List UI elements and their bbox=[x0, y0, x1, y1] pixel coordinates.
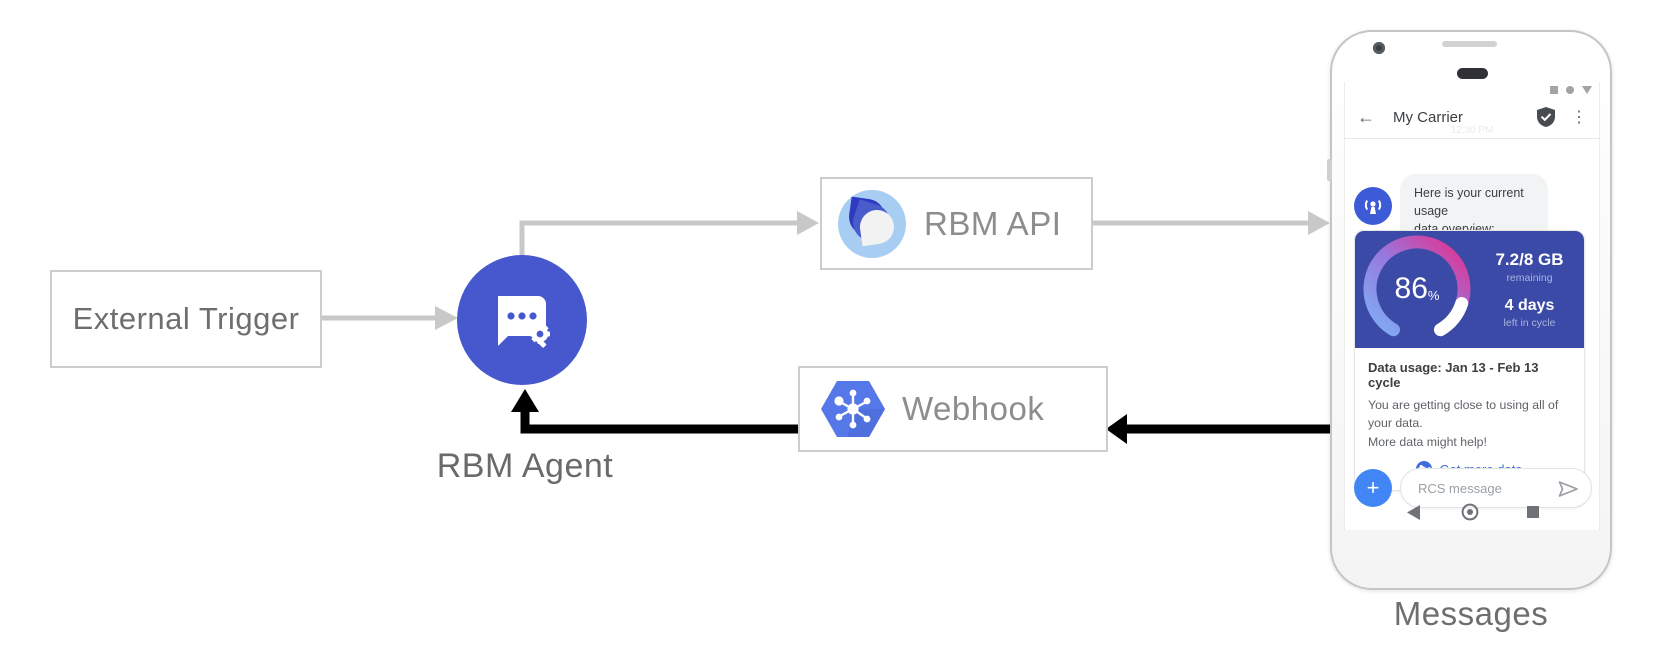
external-trigger-node: External Trigger bbox=[50, 270, 322, 368]
rbm-api-label: RBM API bbox=[924, 204, 1062, 242]
chat-gear-icon bbox=[498, 296, 550, 348]
gauge-percent: 86 % bbox=[1357, 231, 1477, 349]
android-nav-bar bbox=[1345, 502, 1599, 524]
arrow-webhook-to-agent bbox=[511, 389, 798, 434]
send-icon[interactable] bbox=[1557, 480, 1579, 498]
camera-icon bbox=[1373, 42, 1385, 54]
message-input-pill bbox=[1400, 468, 1592, 508]
days-value: 4 days bbox=[1504, 297, 1555, 314]
earpiece-icon bbox=[1457, 68, 1488, 79]
phone-screen: ← My Carrier ⋮ 12:30 PM bbox=[1344, 82, 1600, 530]
back-arrow-icon[interactable]: ← bbox=[1357, 106, 1375, 127]
menu-dots-icon[interactable]: ⋮ bbox=[1571, 109, 1587, 126]
remaining-value: 7.2/8 GB bbox=[1495, 250, 1564, 269]
app-bar: ← My Carrier ⋮ bbox=[1345, 96, 1599, 139]
nav-back-icon[interactable] bbox=[1407, 505, 1420, 520]
arrow-api-to-phone bbox=[1093, 211, 1330, 235]
usage-card-gauge-panel: 86 % 7.2/8 GB remaining 4 days left in c… bbox=[1355, 231, 1584, 348]
arrow-phone-to-webhook bbox=[1106, 414, 1331, 444]
status-bar bbox=[1550, 86, 1592, 94]
usage-card-details: Data usage: Jan 13 - Feb 13 cycle You ar… bbox=[1355, 348, 1584, 491]
rcs-message-input[interactable] bbox=[1401, 480, 1531, 496]
gear-icon bbox=[529, 324, 550, 348]
usage-card: 86 % 7.2/8 GB remaining 4 days left in c… bbox=[1354, 230, 1585, 492]
status-triangle-icon bbox=[1582, 86, 1592, 94]
gauge-percent-value: 86 bbox=[1394, 272, 1428, 305]
plus-button[interactable]: + bbox=[1354, 469, 1392, 507]
usage-card-body-line2: More data might help! bbox=[1368, 434, 1487, 449]
gauge-percent-symbol: % bbox=[1427, 287, 1440, 303]
webhook-label: Webhook bbox=[902, 390, 1045, 427]
phone-mockup: ← My Carrier ⋮ 12:30 PM bbox=[1327, 30, 1612, 590]
agent-avatar bbox=[1354, 187, 1392, 225]
usage-stats: 7.2/8 GB remaining 4 days left in cycle bbox=[1477, 231, 1582, 348]
chat-bubble-line1: Here is your current usage bbox=[1414, 186, 1524, 219]
antenna-avatar-icon bbox=[1364, 199, 1382, 214]
status-square-icon bbox=[1550, 86, 1558, 94]
conversation-title: My Carrier bbox=[1393, 108, 1463, 126]
timestamp: 12:30 PM bbox=[1450, 125, 1494, 136]
nav-home-icon[interactable] bbox=[1461, 503, 1479, 521]
nav-recents-icon[interactable] bbox=[1527, 506, 1539, 518]
side-button bbox=[1327, 159, 1332, 181]
arrow-agent-to-api bbox=[519, 211, 819, 258]
rbm-api-logo-icon bbox=[838, 189, 906, 258]
messages-caption: Messages bbox=[1393, 595, 1549, 632]
usage-gauge-chart bbox=[1363, 235, 1471, 337]
webhook-hexagon-icon bbox=[821, 381, 885, 437]
rbm-agent-label: RBM Agent bbox=[436, 447, 614, 485]
usage-card-title: Data usage: Jan 13 - Feb 13 cycle bbox=[1368, 360, 1539, 390]
rbm-agent-node bbox=[457, 255, 587, 385]
external-trigger-label: External Trigger bbox=[72, 301, 300, 336]
status-circle-icon bbox=[1566, 86, 1574, 94]
speaker-icon bbox=[1442, 41, 1497, 47]
webhook-node: Webhook bbox=[798, 366, 1108, 452]
arrow-external-to-agent bbox=[322, 306, 458, 330]
usage-card-body-line1: You are getting close to using all of yo… bbox=[1368, 398, 1559, 431]
compose-row: + bbox=[1354, 468, 1592, 508]
shield-check-icon bbox=[1537, 107, 1555, 127]
remaining-label: remaining bbox=[1506, 272, 1553, 284]
rbm-api-node: RBM API bbox=[820, 177, 1093, 270]
days-label: left in cycle bbox=[1503, 317, 1556, 329]
